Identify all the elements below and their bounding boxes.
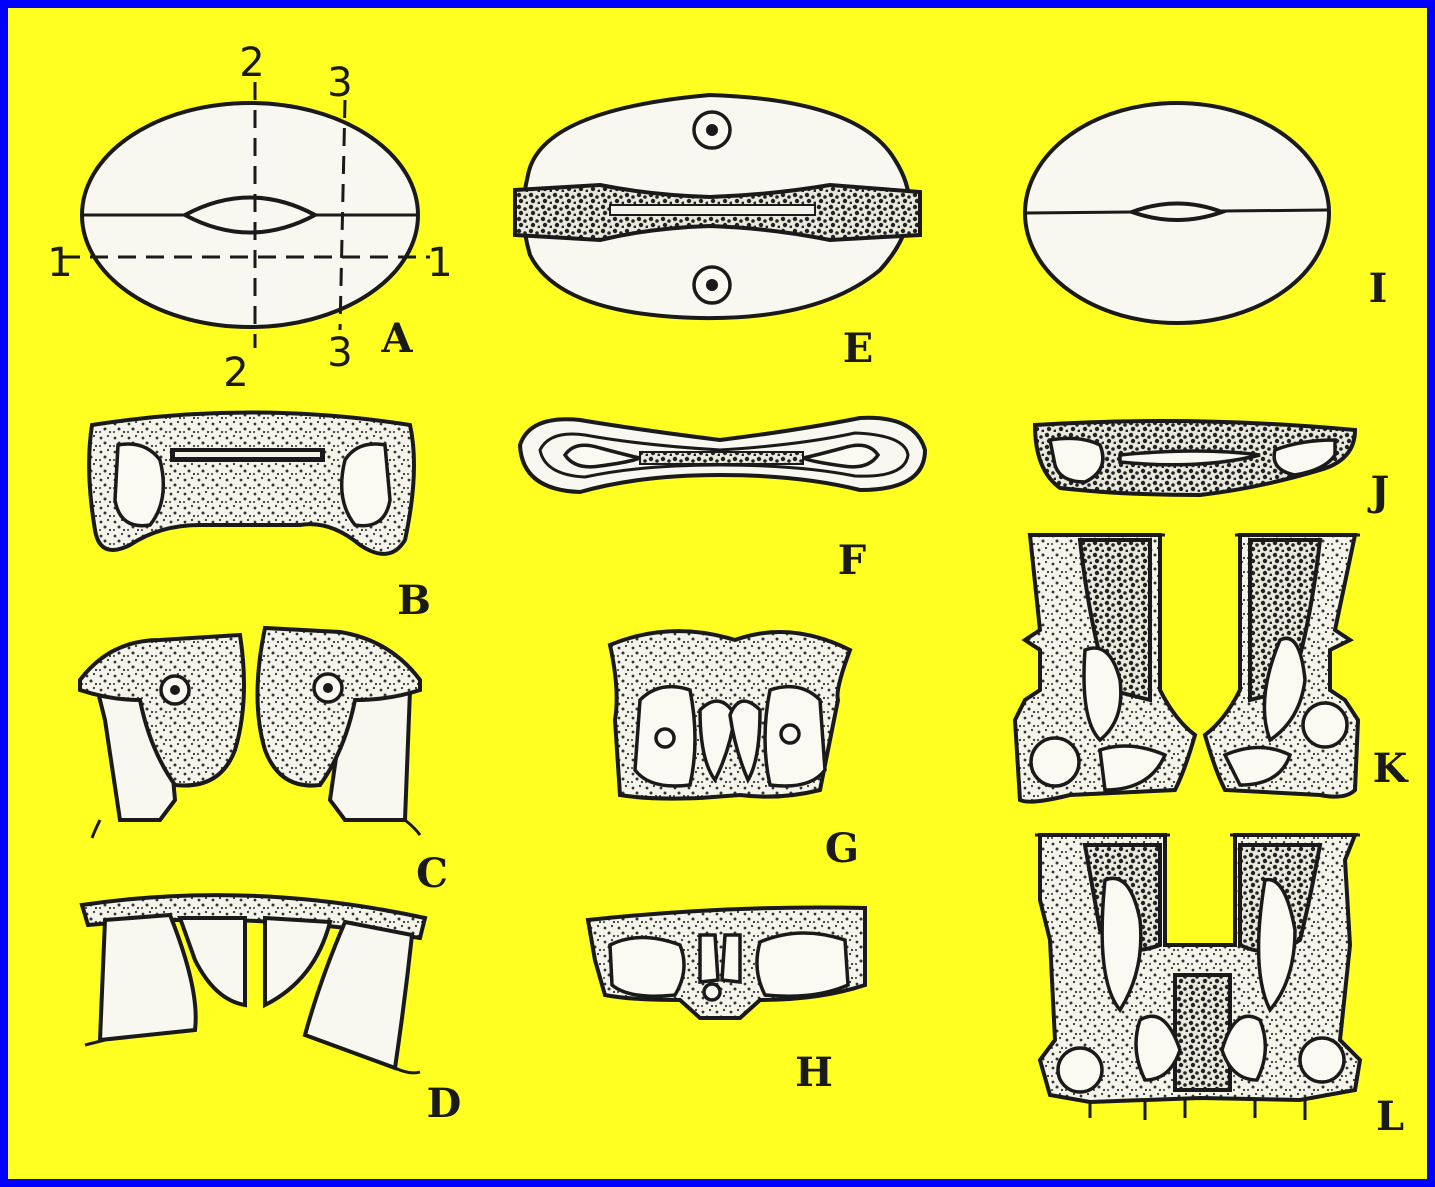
label-d: D (427, 1080, 462, 1127)
panel-g-cross-section (610, 631, 850, 798)
label-e: E (843, 325, 874, 372)
label-a: A (380, 315, 413, 362)
panel-e-stoma-surface-view (515, 95, 920, 318)
label-c: C (416, 850, 448, 897)
section-mark-2-top: 2 (239, 40, 264, 86)
panel-k-cross-section (1015, 535, 1360, 802)
panel-c-cross-section (80, 628, 420, 838)
panel-f-cross-section (520, 418, 925, 492)
section-mark-3-top: 3 (327, 60, 352, 106)
section-mark-3-bottom: 3 (327, 330, 352, 376)
section-mark-1-left: 1 (47, 240, 72, 286)
label-f: F (838, 537, 866, 584)
label-g: G (825, 825, 859, 872)
section-mark-1-right: 1 (427, 240, 452, 286)
panel-h-cross-section (588, 908, 865, 1019)
panel-l-cross-section (1035, 835, 1360, 1120)
panel-i-stoma-surface-view (1025, 103, 1329, 323)
section-mark-2-bottom: 2 (223, 350, 248, 396)
panel-d-cross-section (82, 895, 425, 1073)
label-j: J (1368, 468, 1390, 515)
panel-j-cross-section (1035, 421, 1355, 495)
label-k: K (1373, 745, 1409, 792)
panel-a-stoma-surface-view (62, 82, 430, 348)
label-l: L (1376, 1093, 1404, 1140)
label-b: B (397, 577, 431, 624)
label-h: H (795, 1049, 833, 1096)
label-i: I (1369, 265, 1388, 312)
panel-b-cross-section (89, 413, 414, 554)
